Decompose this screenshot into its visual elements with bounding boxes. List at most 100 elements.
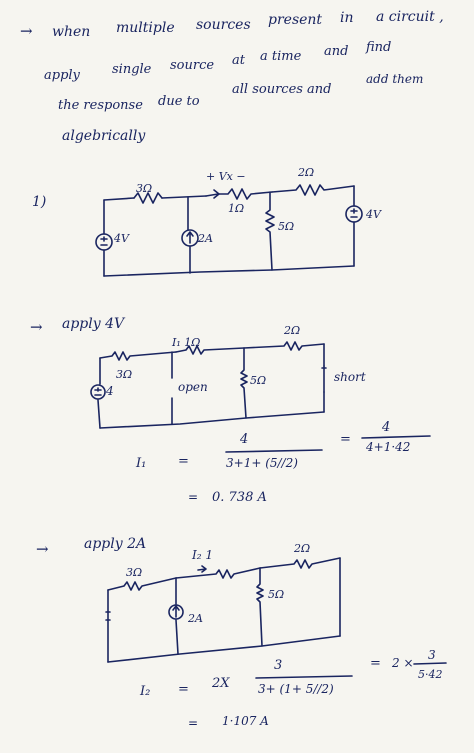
note-word: a time (260, 49, 302, 64)
resistor-5ohm (240, 347, 248, 419)
wire (99, 411, 325, 429)
wire (97, 399, 101, 429)
resistor-3ohm (99, 351, 177, 361)
note-word: single (112, 62, 152, 77)
note-word: add them (366, 72, 424, 86)
note-word: multiple (116, 20, 175, 36)
result-value: 1·107 A (222, 714, 269, 728)
case-2-diagram (105, 557, 447, 679)
resistor-3ohm (133, 192, 163, 204)
open-label: open (178, 380, 208, 394)
eq-sign: = (178, 454, 189, 469)
resistor-5ohm (265, 191, 275, 271)
polarity-icon (94, 387, 102, 396)
note-word: the response (58, 98, 143, 113)
frac-den: 4+1·42 (366, 440, 411, 454)
resistor-2ohm (243, 341, 325, 351)
coefficient: 2X (212, 676, 230, 691)
frac-num: 4 (382, 420, 391, 435)
case-title: apply 4V (62, 316, 125, 332)
note-word: a circuit , (376, 9, 444, 25)
note-word: algebrically (62, 128, 146, 144)
source-label: 4V (114, 232, 129, 245)
source-label: 4 (106, 384, 114, 398)
arrow-up-icon (186, 231, 194, 244)
short-wire (321, 365, 327, 393)
fraction-bar (225, 449, 323, 453)
bullet-arrow: → (20, 22, 33, 40)
voltage-label: + Vx − (206, 170, 246, 183)
resistor-label: 5Ω (250, 374, 267, 387)
current-source-icon (168, 604, 184, 620)
resistor-1ohm (175, 567, 261, 579)
resistor-label: 5Ω (268, 588, 285, 601)
case-title: apply 2A (84, 536, 147, 552)
wire (175, 619, 179, 655)
result-value: 0. 738 A (212, 490, 267, 505)
bullet-arrow: → (36, 540, 49, 558)
eq-sign: = (340, 432, 351, 447)
resistor-5ohm (256, 567, 264, 647)
wire (161, 195, 207, 199)
resistor-1ohm (175, 345, 245, 355)
arrow-up-icon (172, 605, 180, 618)
eq-sign: = (370, 656, 381, 671)
fraction-bar (255, 675, 353, 679)
frac-num: 3 (274, 658, 283, 673)
note-word: when (52, 24, 91, 40)
voltage-source-icon (90, 384, 106, 400)
note-word: due to (158, 94, 200, 109)
note-word: source (170, 58, 215, 73)
fraction-bar (413, 662, 447, 665)
frac-den: 3+1+ (5//2) (226, 456, 298, 470)
polarity-icon (350, 208, 358, 218)
eq-lhs: I₁ (136, 456, 147, 471)
short-label: short (334, 370, 366, 384)
resistor-label: 3Ω (116, 368, 133, 381)
note-word: present (268, 12, 323, 28)
resistor-label: 1Ω (228, 202, 245, 215)
circuit-1-diagram (95, 184, 363, 277)
eq-sign: = (178, 682, 189, 697)
frac-den: 3+ (1+ 5//2) (258, 682, 334, 696)
resistor-2ohm (259, 557, 341, 569)
resistor-label: 3Ω (136, 182, 153, 195)
wire (103, 197, 135, 201)
resistor-label: 2Ω (294, 542, 311, 555)
case-1-diagram (90, 341, 431, 453)
note-word: sources (196, 17, 251, 33)
frac-num: 4 (240, 432, 249, 447)
eq-lhs: I₂ (140, 684, 151, 699)
wire (103, 265, 355, 277)
source-label: 2A (188, 612, 203, 625)
arrow-icon (205, 189, 220, 199)
resistor-label: 3Ω (126, 566, 143, 579)
coefficient: 2 × (392, 656, 414, 670)
source-label: 2A (198, 232, 213, 245)
source-label: 4V (366, 208, 381, 221)
resistor-1ohm (218, 188, 273, 200)
note-word: in (340, 10, 354, 26)
polarity-icon (100, 236, 108, 246)
frac-num: 3 (428, 648, 436, 662)
current-label: I₁ 1Ω (172, 336, 201, 349)
resistor-2ohm (271, 184, 355, 196)
note-word: at (232, 53, 245, 68)
result-sign: = (188, 716, 199, 730)
arrow-icon (197, 565, 207, 573)
short-wire (105, 611, 111, 621)
current-label: I₂ 1 (192, 548, 213, 562)
result-sign: = (188, 490, 199, 504)
resistor-label: 2Ω (284, 324, 301, 337)
note-word: find (366, 40, 392, 55)
problem-number: 1) (32, 194, 47, 210)
wire (107, 635, 341, 663)
note-word: all sources and (232, 82, 332, 97)
bullet-arrow: → (30, 318, 43, 336)
resistor-3ohm (107, 577, 177, 591)
frac-den: 5·42 (418, 668, 443, 681)
note-word: and (324, 44, 349, 59)
resistor-label: 2Ω (298, 166, 315, 179)
